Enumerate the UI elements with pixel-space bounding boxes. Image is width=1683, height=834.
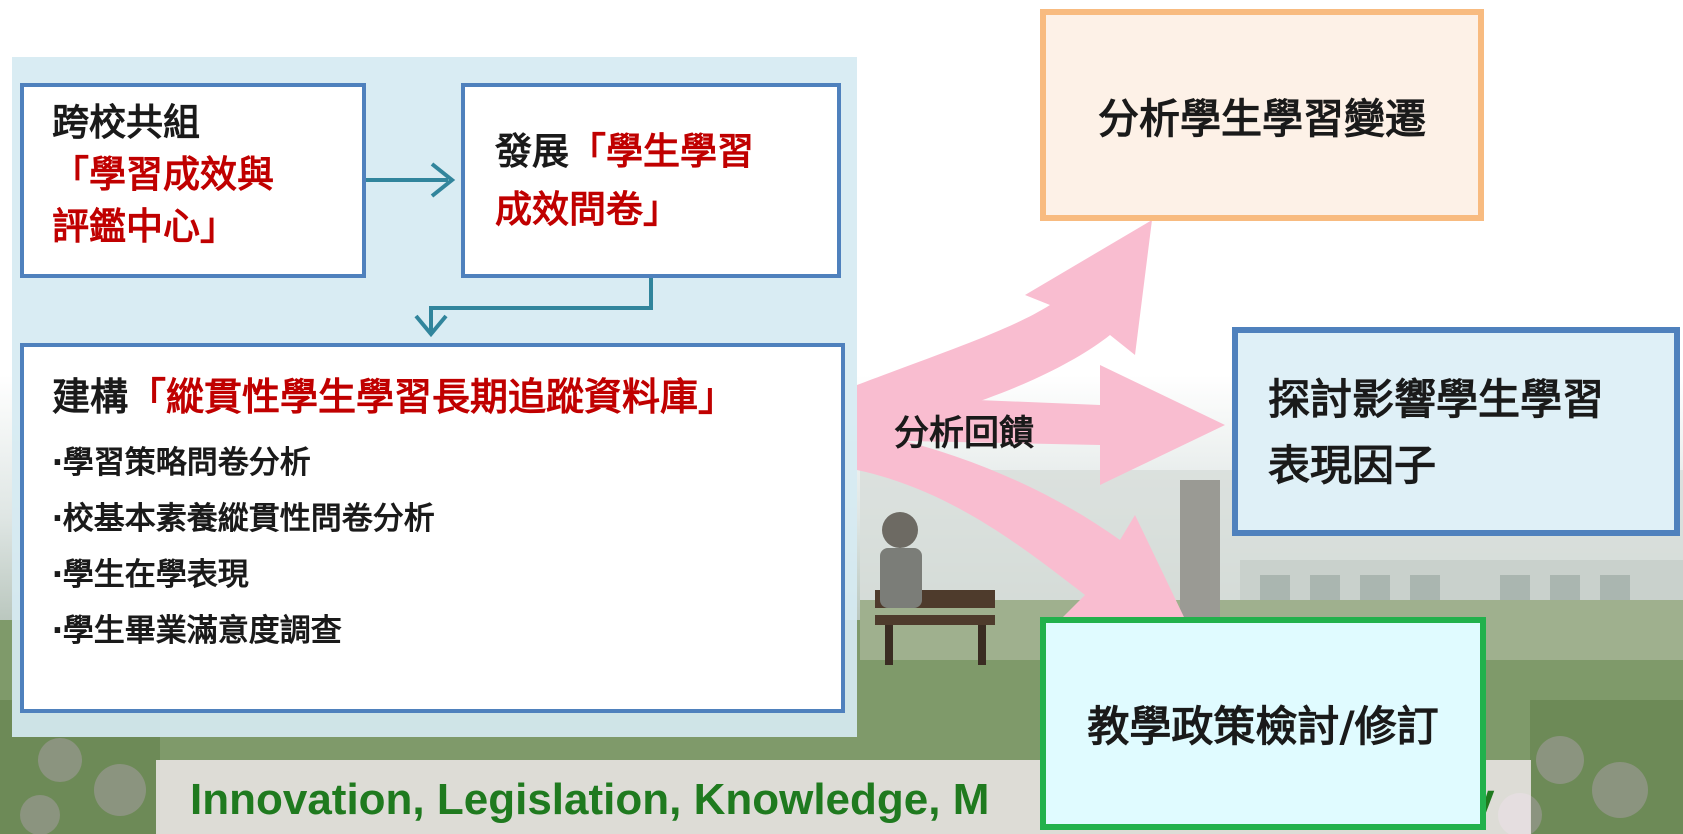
center-box-line2: 「學習成效與: [52, 153, 274, 196]
motto-visible-text: Innovation, Legislation, Knowledge, M: [190, 775, 990, 824]
center-box: 跨校共組 「學習成效與 評鑑中心」: [20, 83, 366, 278]
center-box-line1: 跨校共組: [52, 101, 200, 144]
feedback-label: 分析回饋: [894, 414, 1035, 454]
database-prefix: 建構: [52, 375, 129, 419]
database-highlight: 「縱貫性學生學習長期追蹤資料庫」: [128, 375, 737, 419]
questionnaire-box: 發展「學生學習 成效問卷」: [461, 83, 841, 278]
center-box-line3: 評鑑中心」: [52, 205, 237, 248]
policy-box: 教學政策檢討/修訂: [1040, 617, 1486, 830]
database-item: ‧校基本素養縱貫性問卷分析: [52, 501, 435, 537]
changes-box-label: 分析學生學習變遷: [1098, 95, 1426, 143]
factors-box-line2: 表現因子: [1268, 441, 1437, 490]
factors-box: 探討影響學生學習 表現因子: [1232, 327, 1680, 536]
database-item: ‧學習策略問卷分析: [52, 445, 311, 481]
motto-text: Innovation, Legislation, Knowledge, M y: [190, 775, 1510, 825]
changes-box: 分析學生學習變遷: [1040, 9, 1484, 221]
policy-box-label: 教學政策檢討/修訂: [1087, 702, 1439, 751]
questionnaire-highlight-line2: 成效問卷」: [495, 188, 680, 231]
factors-box-line1: 探討影響學生學習: [1268, 375, 1605, 424]
database-item: ‧學生畢業滿意度調查: [52, 613, 342, 649]
questionnaire-prefix: 發展: [495, 130, 569, 173]
questionnaire-highlight-line1: 「學生學習: [569, 130, 754, 173]
database-box: 建構「縱貫性學生學習長期追蹤資料庫」 ‧學習策略問卷分析 ‧校基本素養縱貫性問卷…: [20, 343, 845, 713]
database-item: ‧學生在學表現: [52, 557, 249, 593]
